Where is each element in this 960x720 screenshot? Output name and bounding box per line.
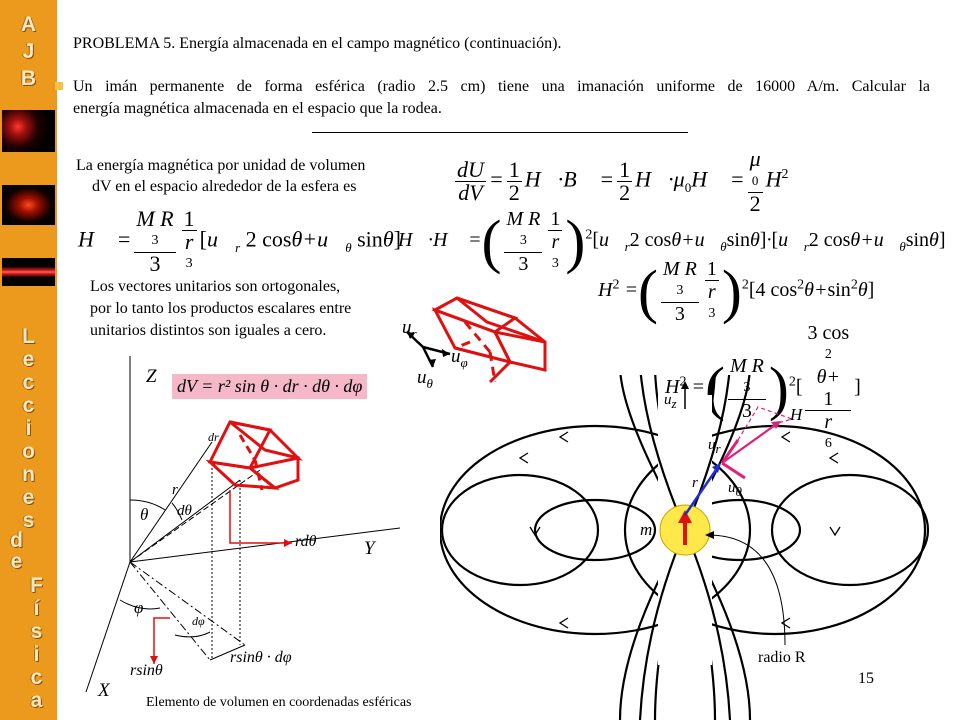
sidebar-letter: n xyxy=(22,463,35,486)
radius-label: radio R xyxy=(758,649,806,666)
sidebar-letter: i xyxy=(25,417,32,440)
problem-statement-line2: energía magnética almacenada en el espac… xyxy=(73,100,442,117)
phi-label: φ xyxy=(134,598,144,617)
sidebar-letter: J xyxy=(22,40,35,63)
sidebar-letter: í xyxy=(33,597,40,620)
rdtheta-label: rdθ xyxy=(295,533,317,550)
dipole-field-diagram xyxy=(440,375,930,720)
orthogonal-line2: por lo tanto los productos escalares ent… xyxy=(90,300,352,317)
sidebar-letter: L xyxy=(22,325,35,348)
utheta-vector xyxy=(721,461,746,480)
ur-vector xyxy=(720,439,740,464)
utheta-label: uθ xyxy=(417,367,433,391)
unit-vector-element-diagram xyxy=(406,296,547,384)
sidebar-thumbnail xyxy=(2,185,55,225)
sidebar-thumbnail xyxy=(2,258,55,286)
page-number: 15 xyxy=(858,670,874,687)
sidebar-thumbnail xyxy=(2,110,55,152)
sidebar-letter: i xyxy=(33,643,40,666)
volume-element-3d xyxy=(205,420,303,491)
uz-label: uz xyxy=(664,392,677,411)
volume-element-caption: Elemento de volumen en coordenadas esfér… xyxy=(146,695,412,710)
z-axis-label: Z xyxy=(146,366,157,387)
r-label: r xyxy=(172,482,178,498)
sidebar-letter: s xyxy=(22,509,35,532)
sidebar-letter: o xyxy=(22,440,35,463)
sidebar-letter: A xyxy=(20,13,37,36)
rsintheta-pointer xyxy=(153,617,170,664)
ur-label-dipole: ur xyxy=(708,437,721,456)
spherical-coordinates-diagram xyxy=(85,356,401,693)
m-label: m xyxy=(640,520,653,539)
sidebar-letter: d xyxy=(10,529,23,552)
uphi-label: uφ xyxy=(451,346,468,370)
sidebar-letter: a xyxy=(30,689,43,712)
sidebar-letter: e xyxy=(22,348,35,371)
r-vector-label: r xyxy=(692,475,698,491)
sidebar: A J B L e c c i o n e s d e F í s i c a xyxy=(0,0,63,720)
y-axis xyxy=(129,527,401,563)
sidebar-letter: c xyxy=(22,371,35,394)
volume-element-side xyxy=(456,296,546,344)
dv-formula: dV = r² sin θ · dr · dθ · dφ xyxy=(172,374,368,399)
sidebar-letter: e xyxy=(10,550,23,573)
orthogonal-line3: unitarios distintos son iguales a cero. xyxy=(90,322,327,339)
orthogonal-line1: Los vectores unitarios son ortogonales, xyxy=(90,278,341,295)
x-axis-label: X xyxy=(98,680,110,701)
volume-element-right xyxy=(492,329,547,372)
h-label: H xyxy=(790,405,803,424)
energy-intro-line2: dV en el espacio alrededor de la esfera … xyxy=(92,178,357,195)
sidebar-letter: s xyxy=(30,620,43,643)
rsintheta-dphi-label: rsinθ · dφ xyxy=(230,649,292,666)
x-axis xyxy=(85,561,131,693)
energy-intro-line1: La energía magnética por unidad de volum… xyxy=(76,157,366,174)
separator-line xyxy=(312,132,688,133)
sidebar-dot xyxy=(55,82,63,90)
y-axis-label: Y xyxy=(364,538,375,559)
r-vector xyxy=(683,466,720,516)
theta-label: θ xyxy=(140,505,149,524)
rsintheta-label: rsinθ xyxy=(130,662,163,679)
sidebar-letter: c xyxy=(22,394,35,417)
sidebar-letter: c xyxy=(30,666,43,689)
problem-statement-line1: Un imán permanente de forma esférica (ra… xyxy=(73,78,930,95)
h-vector xyxy=(721,422,779,464)
sidebar-letter: B xyxy=(20,67,37,90)
sidebar-letter: e xyxy=(22,486,35,509)
rdtheta-pointer xyxy=(229,490,292,544)
dphi-label: dφ xyxy=(192,614,205,628)
utheta-label-dipole: uθ xyxy=(728,480,742,499)
dr-label: dr xyxy=(208,430,219,444)
dtheta-label: dθ xyxy=(177,503,192,519)
problem-title: PROBLEMA 5. Energía almacenada en el cam… xyxy=(73,35,562,52)
sidebar-letter: F xyxy=(30,574,43,597)
ur-label: ur xyxy=(402,317,417,341)
